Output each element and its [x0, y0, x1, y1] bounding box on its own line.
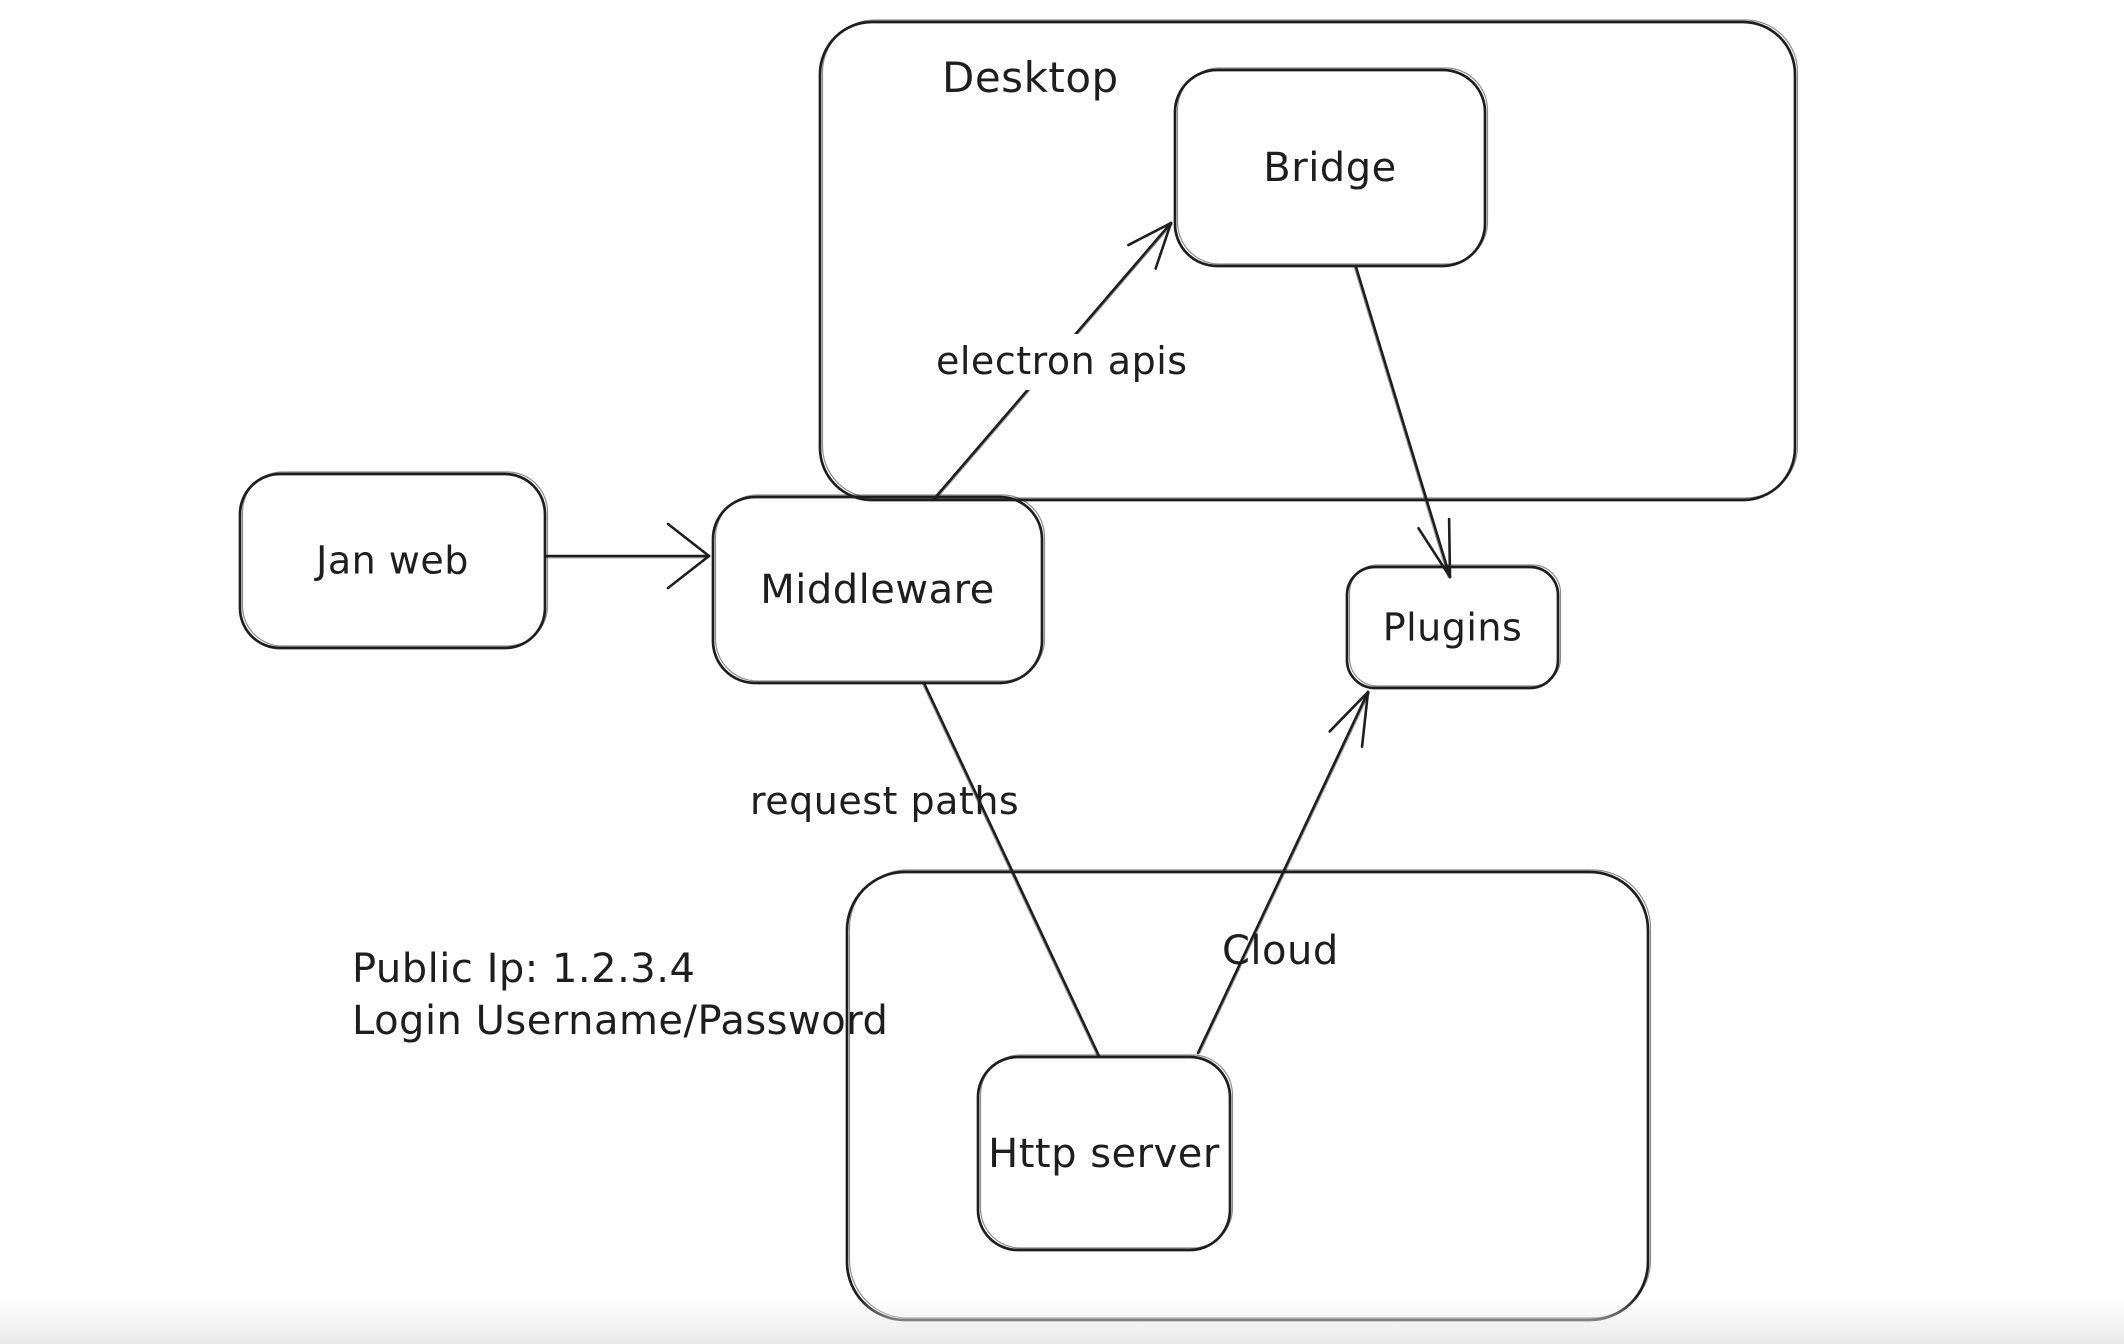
page-bottom-fade [0, 1298, 2124, 1344]
desktop-container [818, 19, 1799, 502]
bridge-node [1173, 67, 1489, 268]
middleware-to-bridge-arrow [932, 221, 1173, 501]
cloud-container [845, 869, 1652, 1322]
plugins-node [1345, 564, 1562, 690]
middleware-node [711, 494, 1046, 685]
http-server-to-plugins-arrow [1196, 690, 1371, 1055]
http-server-node [976, 1054, 1234, 1252]
jan-web-to-middleware-arrow [544, 522, 711, 590]
bridge-to-plugins-arrow [1353, 265, 1452, 579]
jan-web-node [238, 471, 549, 650]
middleware-to-http-server-arrow [921, 681, 1101, 1058]
